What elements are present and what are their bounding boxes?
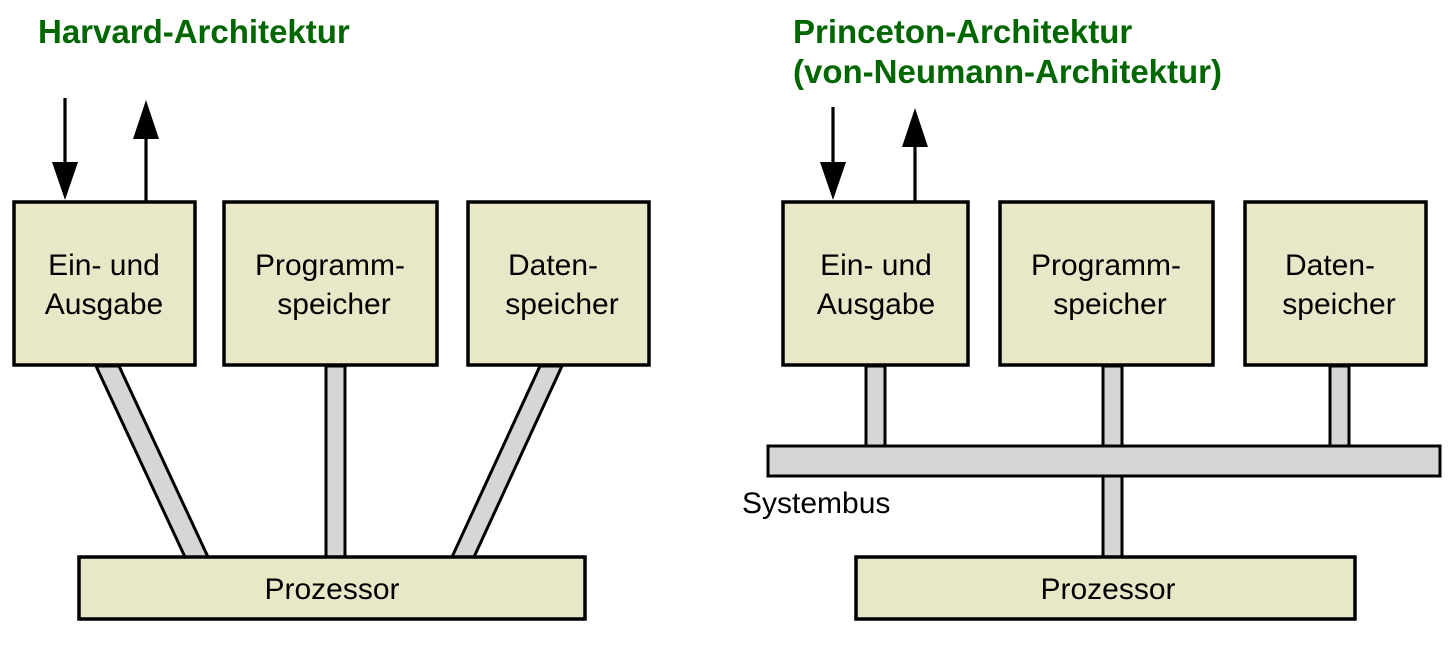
princeton-title-line2: (von-Neumann-Architektur)	[793, 53, 1222, 90]
princeton-program-bus-stub	[1101, 364, 1124, 448]
princeton-data-memory-box: Daten- speicher	[1243, 200, 1428, 367]
princeton-io-bus-stub	[864, 364, 887, 448]
princeton-systembus-bar	[766, 444, 1442, 478]
princeton-io-label-line2: Ausgabe	[817, 288, 935, 321]
harvard-input-arrow-icon	[52, 98, 78, 200]
harvard-data-memory-box: Daten- speicher	[466, 200, 651, 367]
princeton-io-label-line1: Ein- und	[820, 249, 932, 282]
harvard-io-label-line1: Ein- und	[48, 249, 160, 282]
princeton-data-memory-label-line2: speicher	[1282, 288, 1395, 321]
princeton-title-line1: Princeton-Architektur	[793, 13, 1132, 50]
harvard-io-bus	[93, 364, 211, 559]
princeton-processor-box: Prozessor	[854, 555, 1357, 621]
harvard-processor-box: Prozessor	[77, 555, 587, 621]
harvard-program-memory-label-line2: speicher	[277, 288, 390, 321]
princeton-program-memory-label-line2: speicher	[1053, 288, 1166, 321]
harvard-title: Harvard-Architektur	[38, 13, 350, 50]
princeton-processor-bus-stub	[1101, 474, 1124, 559]
princeton-data-bus-stub	[1328, 364, 1351, 448]
princeton-architecture-group: Princeton-Architektur (von-Neumann-Archi…	[742, 13, 1442, 621]
harvard-io-label-line2: Ausgabe	[45, 288, 163, 321]
harvard-program-bus	[324, 364, 347, 559]
harvard-processor-label: Prozessor	[264, 573, 399, 606]
princeton-input-arrow-icon	[820, 107, 846, 200]
princeton-systembus-label: Systembus	[742, 487, 890, 520]
harvard-data-bus	[449, 364, 565, 559]
harvard-output-arrow-icon	[133, 100, 159, 204]
harvard-architecture-group: Harvard-Architektur Ein- und Ausgab	[12, 13, 651, 621]
princeton-processor-label: Prozessor	[1040, 573, 1175, 606]
harvard-io-box: Ein- und Ausgabe	[12, 200, 197, 367]
harvard-data-memory-label-line1: Daten-	[508, 249, 598, 282]
princeton-program-memory-label-line1: Programm-	[1031, 249, 1181, 282]
harvard-data-memory-label-line2: speicher	[505, 288, 618, 321]
princeton-data-memory-label-line1: Daten-	[1285, 249, 1375, 282]
princeton-io-box: Ein- und Ausgabe	[781, 200, 970, 367]
princeton-program-memory-box: Programm- speicher	[998, 200, 1215, 367]
harvard-program-memory-box: Programm- speicher	[222, 200, 439, 367]
harvard-program-memory-label-line1: Programm-	[255, 249, 405, 282]
princeton-output-arrow-icon	[902, 108, 928, 204]
